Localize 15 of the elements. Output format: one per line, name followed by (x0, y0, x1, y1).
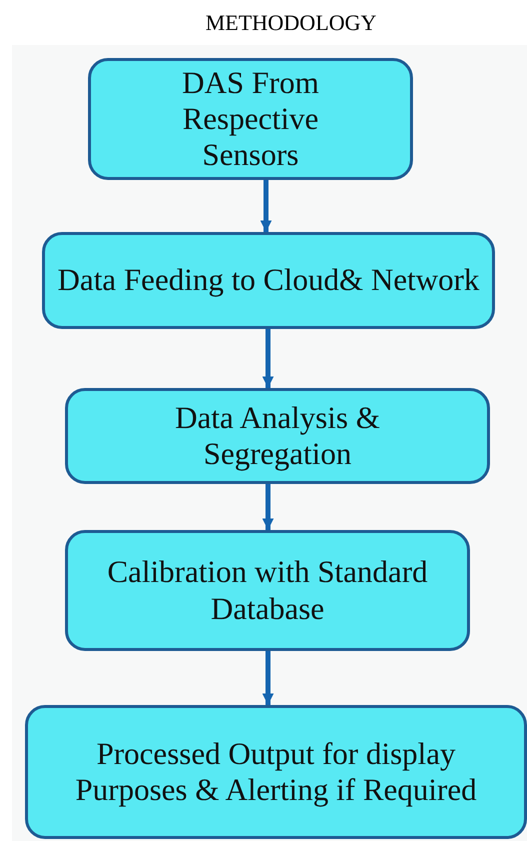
box-text: Data Feeding to Cloud& Network (58, 262, 480, 299)
arrow (260, 180, 272, 232)
arrow (262, 651, 274, 705)
arrow (262, 484, 274, 530)
box-text: Processed Output for display Purposes & Alerting if Required (74, 736, 478, 808)
box-text: Calibration with Standard Database (106, 554, 429, 627)
box-text: DAS From Respective Sensors (181, 64, 320, 174)
arrow (262, 329, 274, 388)
process-box (25, 705, 527, 839)
process-box (65, 530, 470, 651)
box-text: Data Analysis & Segregation (174, 400, 381, 472)
process-box (42, 232, 495, 329)
process-box (88, 58, 413, 180)
diagram-title: METHODOLOGY (204, 10, 378, 36)
process-box (65, 388, 490, 484)
